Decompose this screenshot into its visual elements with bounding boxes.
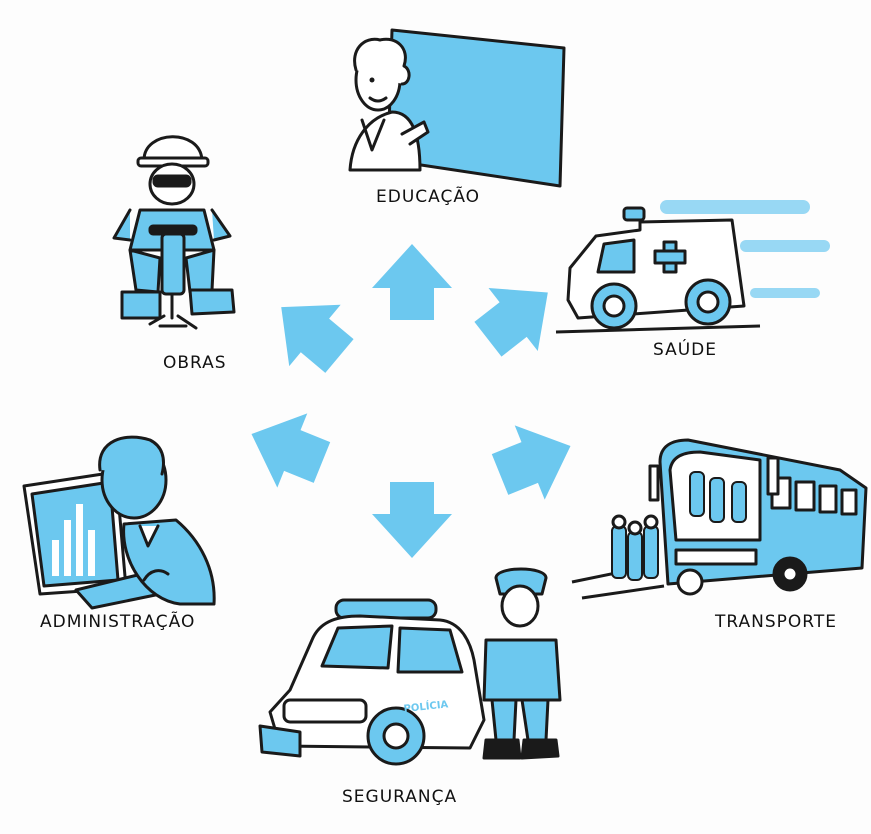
ambulance-icon: [555, 200, 830, 334]
sector-label-saude: SAÚDE: [653, 340, 718, 360]
office-worker-computer-icon: [22, 435, 216, 610]
jackhammer-worker-icon: [112, 135, 236, 330]
arrow-up-educacao: [372, 244, 452, 320]
sector-label-obras: OBRAS: [163, 353, 227, 373]
sector-label-transporte: TRANSPORTE: [715, 612, 837, 632]
arrow-obras: [255, 276, 366, 387]
arrow-transporte: [485, 408, 586, 512]
sector-label-seguranca: SEGURANÇA: [342, 787, 458, 807]
sector-label-educacao: EDUCAÇÃO: [376, 187, 481, 207]
teacher-at-board-icon: [348, 28, 566, 188]
arrow-administracao: [236, 396, 337, 500]
bus-icon: [571, 438, 868, 600]
arrow-seguranca: [372, 482, 452, 558]
arrows-group: [236, 244, 586, 558]
arrow-saude: [463, 260, 573, 371]
police-car-officer-icon: POLÍCIA: [258, 567, 562, 766]
sector-label-administracao: ADMINISTRAÇÃO: [40, 612, 196, 632]
